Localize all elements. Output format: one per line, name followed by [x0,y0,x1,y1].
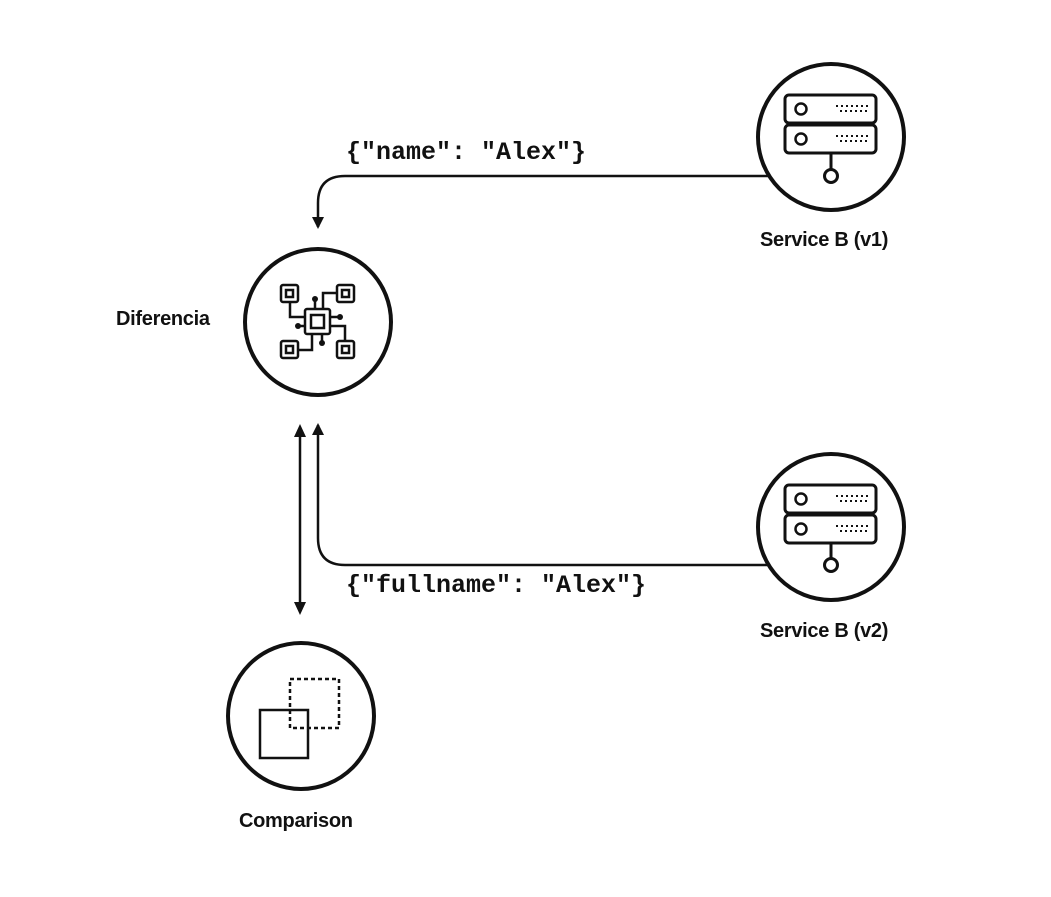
service-b-v1-node [756,62,906,212]
edge-diferencia-comparison [294,424,306,615]
circuit-nodes [295,296,343,346]
service-b-v1-label: Service B (v1) [760,229,889,251]
overlapping-squares-icon [258,677,341,760]
diferencia-node [243,247,393,397]
diferencia-label: Diferencia [116,308,210,330]
service-b-v2-node [756,452,906,602]
comparison-node [226,641,376,791]
v2-payload-label: {"fullname": "Alex"} [346,571,647,600]
server-icon [783,483,878,573]
comparison-label: Comparison [239,810,353,832]
server-icon [783,93,878,184]
v1-payload-label: {"name": "Alex"} [346,138,587,167]
service-b-v2-label: Service B (v2) [760,620,889,642]
circuit-chip-icon [279,283,356,360]
